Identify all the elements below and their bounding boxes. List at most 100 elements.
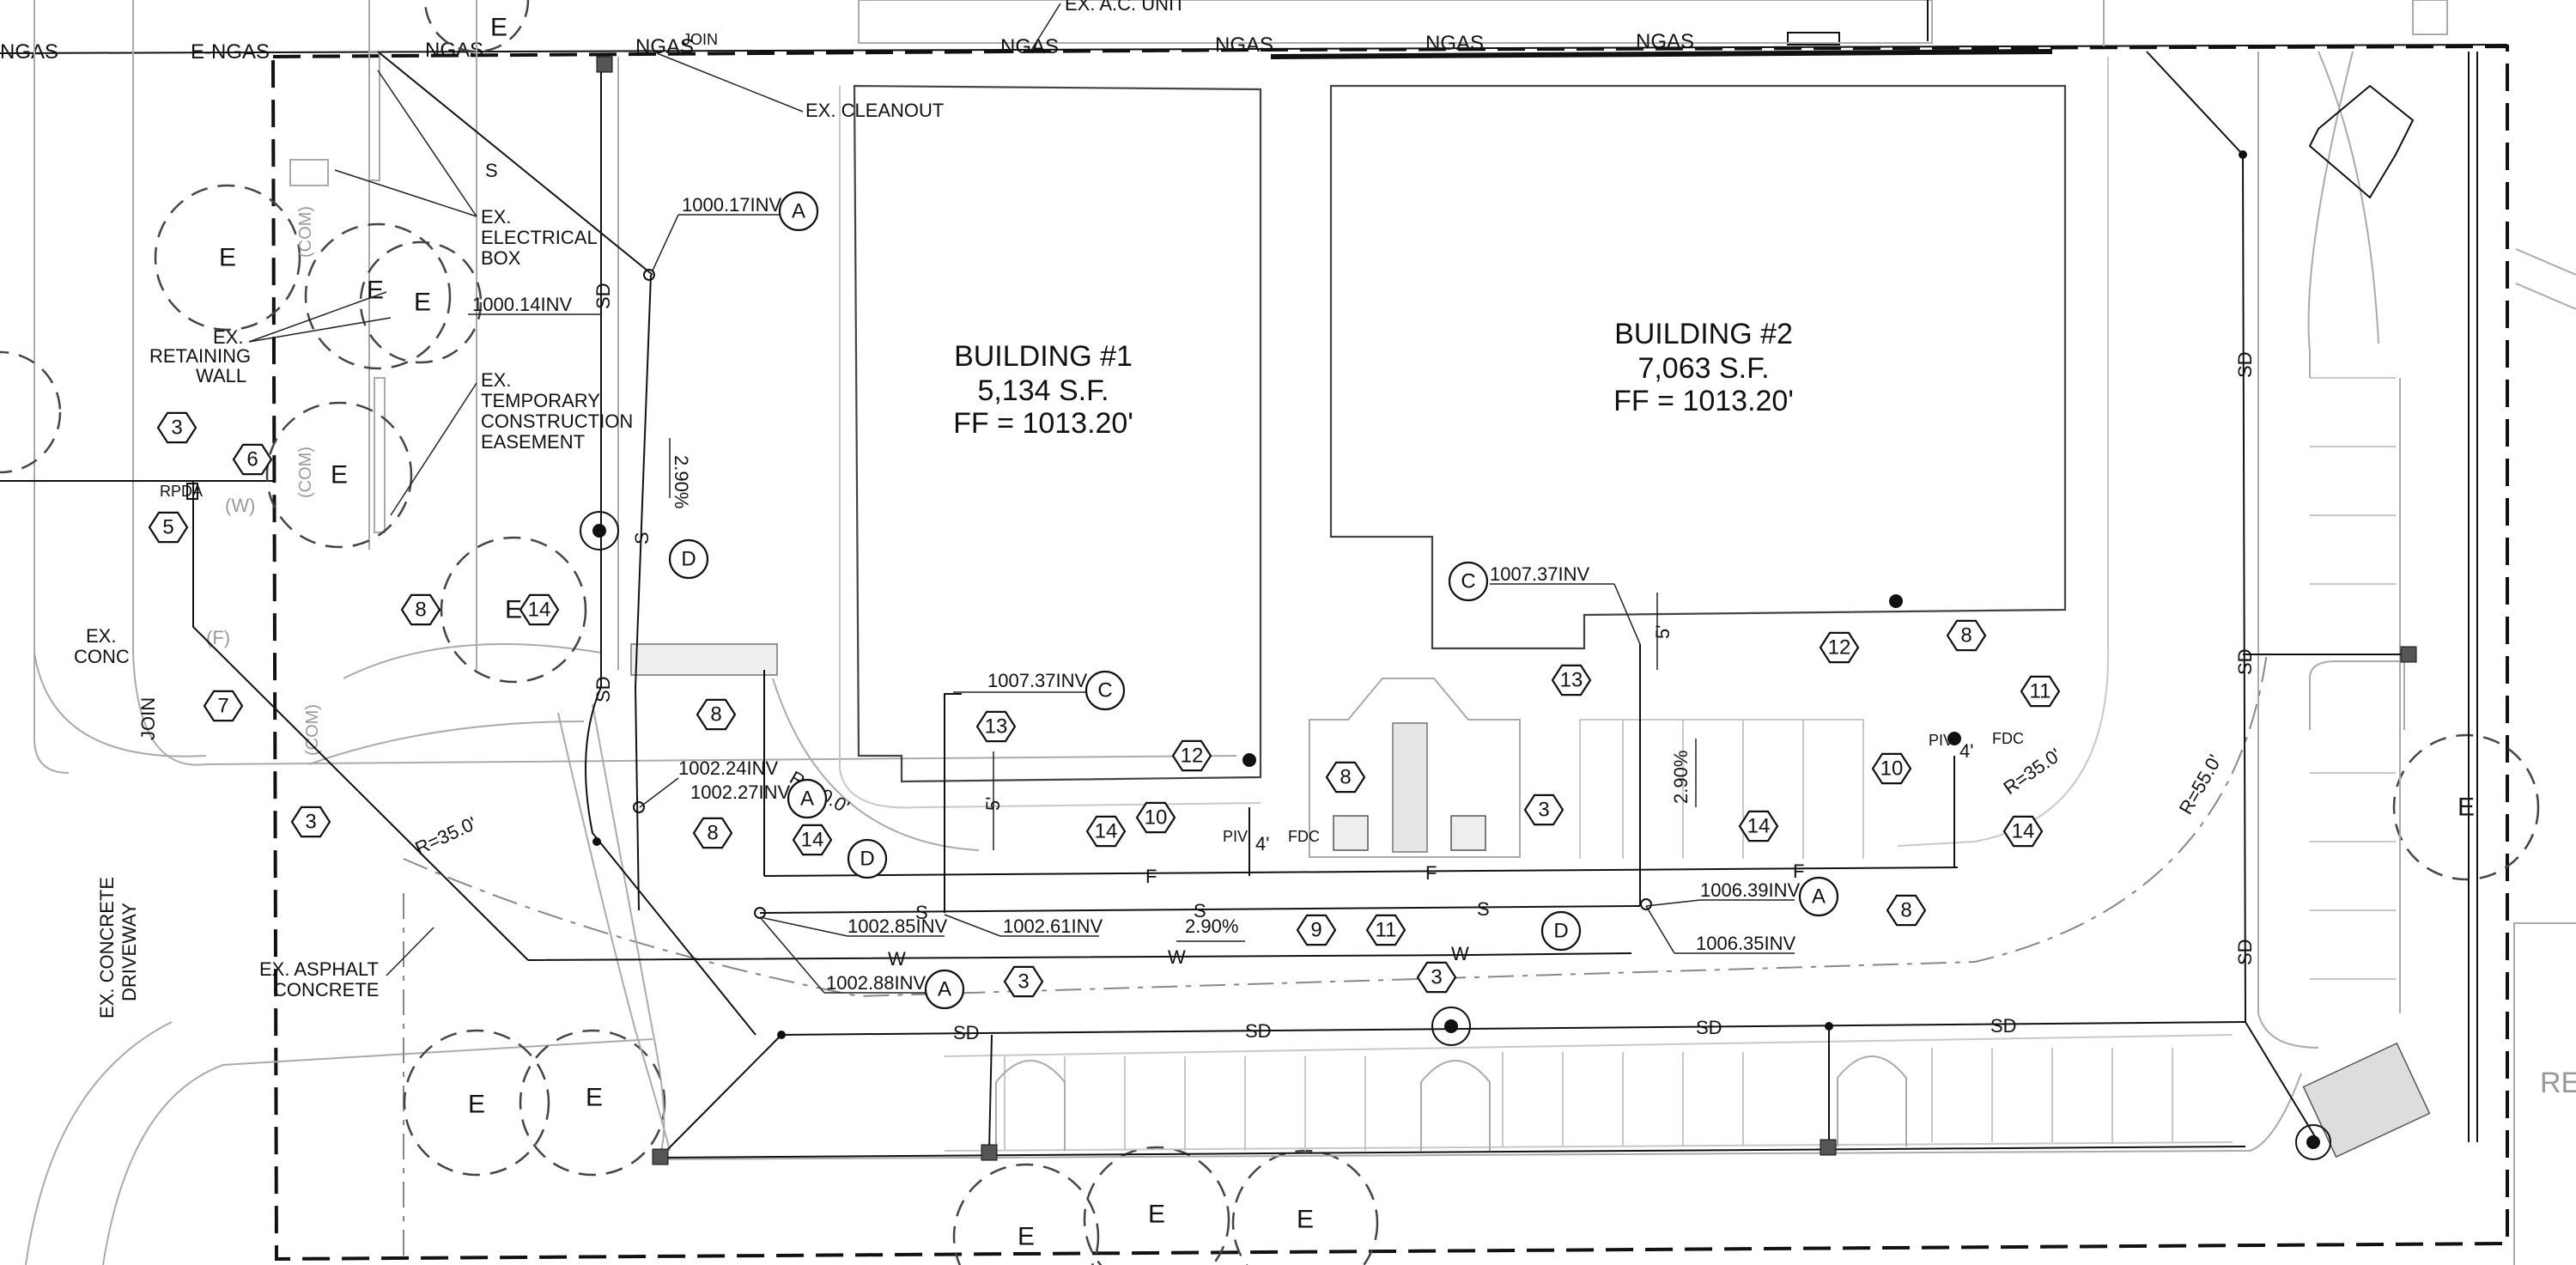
leader-cleanout bbox=[656, 52, 804, 113]
east-curb bbox=[2307, 51, 2354, 378]
circle-tag-label: A bbox=[800, 788, 814, 811]
invert-label: 1007.37INV bbox=[1490, 563, 1590, 585]
tree-label: E bbox=[331, 461, 348, 490]
hex-tag-shape bbox=[290, 806, 331, 838]
hex-tag-label: 8 bbox=[1340, 766, 1351, 789]
building-1-area: 5,134 S.F. bbox=[977, 374, 1109, 407]
circle-tag-label: D bbox=[681, 548, 696, 571]
tree-label: E bbox=[468, 1091, 485, 1119]
invert-label: 1000.17INV bbox=[682, 194, 782, 216]
hex-tag-label: 5 bbox=[162, 516, 173, 539]
invert-label: 1002.61INV bbox=[1003, 915, 1103, 937]
tree-label: E bbox=[1297, 1206, 1314, 1234]
hex-tag-label: 11 bbox=[1376, 919, 1397, 942]
existing-tree bbox=[265, 401, 413, 549]
leader-elec-2 bbox=[377, 70, 477, 217]
com-label-1: (COM) bbox=[296, 206, 315, 258]
ex-conc-label-2: CONC bbox=[74, 646, 130, 667]
existing-box-top bbox=[2412, 0, 2448, 35]
sanitary-sewer-diag bbox=[377, 51, 653, 276]
existing-tree bbox=[154, 184, 301, 331]
hex-tag-label: 3 bbox=[1431, 966, 1442, 989]
courtyard-outline bbox=[1309, 678, 1521, 858]
hex-tag-shape bbox=[400, 593, 441, 626]
existing-curb-ramp bbox=[343, 643, 602, 679]
ngas-label-2: NGAS bbox=[425, 39, 483, 62]
northeast-feature bbox=[2308, 84, 2415, 199]
curb-return-building bbox=[772, 678, 980, 851]
ex-electrical-box-label-3: BOX bbox=[481, 247, 521, 269]
building-2-name: BUILDING #2 bbox=[1614, 318, 1793, 350]
existing-tree bbox=[440, 536, 587, 684]
building-2-outline bbox=[1329, 84, 2067, 650]
storm-drain-north bbox=[2146, 51, 2244, 155]
existing-curb-left bbox=[132, 0, 1237, 766]
leader-ac bbox=[1030, 3, 1061, 52]
storm-drain-east bbox=[2242, 154, 2246, 1023]
leader bbox=[1645, 899, 1701, 907]
hex-tag-label: 12 bbox=[1828, 636, 1851, 660]
existing-tree bbox=[359, 240, 483, 364]
leader-wall-2 bbox=[248, 317, 392, 343]
leader bbox=[639, 777, 679, 808]
hex-tag-shape bbox=[1085, 815, 1127, 848]
invert-label: 1002.27INV bbox=[690, 782, 791, 803]
circle-tag-shape bbox=[924, 969, 965, 1010]
sanitary-sewer-north bbox=[634, 274, 652, 911]
parking-stalls-building-2 bbox=[1579, 719, 1864, 859]
ngas-label-1: NGAS bbox=[0, 40, 58, 64]
sd-label: SD bbox=[592, 676, 614, 702]
existing-tree bbox=[403, 1029, 550, 1177]
existing-tree bbox=[304, 222, 452, 370]
leader bbox=[1613, 583, 1641, 645]
ngas-label-6: NGAS bbox=[1425, 32, 1484, 55]
circle-tag-label: A bbox=[938, 978, 951, 1001]
com-label-2: (COM) bbox=[296, 447, 315, 498]
w-paren-label: (W) bbox=[225, 495, 255, 516]
hex-tag-shape bbox=[156, 411, 197, 444]
ex-electrical-box-label-2: ELECTRICAL bbox=[481, 227, 598, 248]
existing-sidewalk-curve bbox=[33, 652, 207, 757]
ex-temp-easement-label-2: TEMPORARY bbox=[481, 390, 600, 411]
tree-label: E bbox=[219, 244, 236, 272]
hex-tag-label: 13 bbox=[1560, 669, 1583, 692]
hex-tag-shape bbox=[232, 443, 273, 476]
hex-tag-shape bbox=[1135, 801, 1176, 834]
ngas-label-5: NGAS bbox=[1215, 33, 1273, 57]
existing-electrical-box bbox=[289, 159, 329, 186]
circle-tag-shape bbox=[1798, 876, 1839, 917]
radius-label: R=35.0' bbox=[412, 812, 480, 860]
building-1-outline bbox=[853, 84, 1262, 783]
ngas-label-7: NGAS bbox=[1636, 30, 1694, 53]
property-boundary bbox=[270, 44, 2509, 1262]
s-label: S bbox=[1194, 900, 1206, 921]
hex-tag-label: 11 bbox=[2030, 680, 2051, 703]
ngas-label-4: NGAS bbox=[1000, 35, 1059, 58]
leader-asphalt bbox=[386, 927, 434, 976]
tree-label: E bbox=[1148, 1201, 1165, 1229]
join-label-top: JOIN bbox=[683, 31, 718, 48]
southeast-pavers bbox=[2302, 1042, 2431, 1159]
w-label: W bbox=[1451, 943, 1469, 964]
circle-tag-shape bbox=[1084, 670, 1126, 711]
sd-label: SD bbox=[1990, 1015, 2017, 1037]
radius-label: R=55.0' bbox=[2175, 751, 2227, 818]
invert-label: 1002.88INV bbox=[826, 972, 927, 994]
piv-label: PIV bbox=[1929, 732, 1953, 749]
water-line-west bbox=[0, 480, 529, 961]
tree-label: E bbox=[367, 277, 384, 305]
building-1-name: BUILDING #1 bbox=[954, 340, 1133, 373]
ex-concrete-driveway-label-2: DRIVEWAY bbox=[118, 903, 140, 1001]
f-label: F bbox=[1145, 866, 1157, 887]
w-label: W bbox=[888, 948, 906, 970]
ex-cleanout-label: EX. CLEANOUT bbox=[805, 100, 944, 121]
hex-tag-label: 7 bbox=[217, 695, 228, 718]
storm-drain-left-2 bbox=[585, 686, 756, 1036]
hex-tag-shape bbox=[1171, 739, 1212, 772]
hex-tag-label: 10 bbox=[1145, 806, 1168, 830]
hex-tag-shape bbox=[519, 593, 560, 626]
hex-tag-label: 3 bbox=[171, 417, 182, 440]
